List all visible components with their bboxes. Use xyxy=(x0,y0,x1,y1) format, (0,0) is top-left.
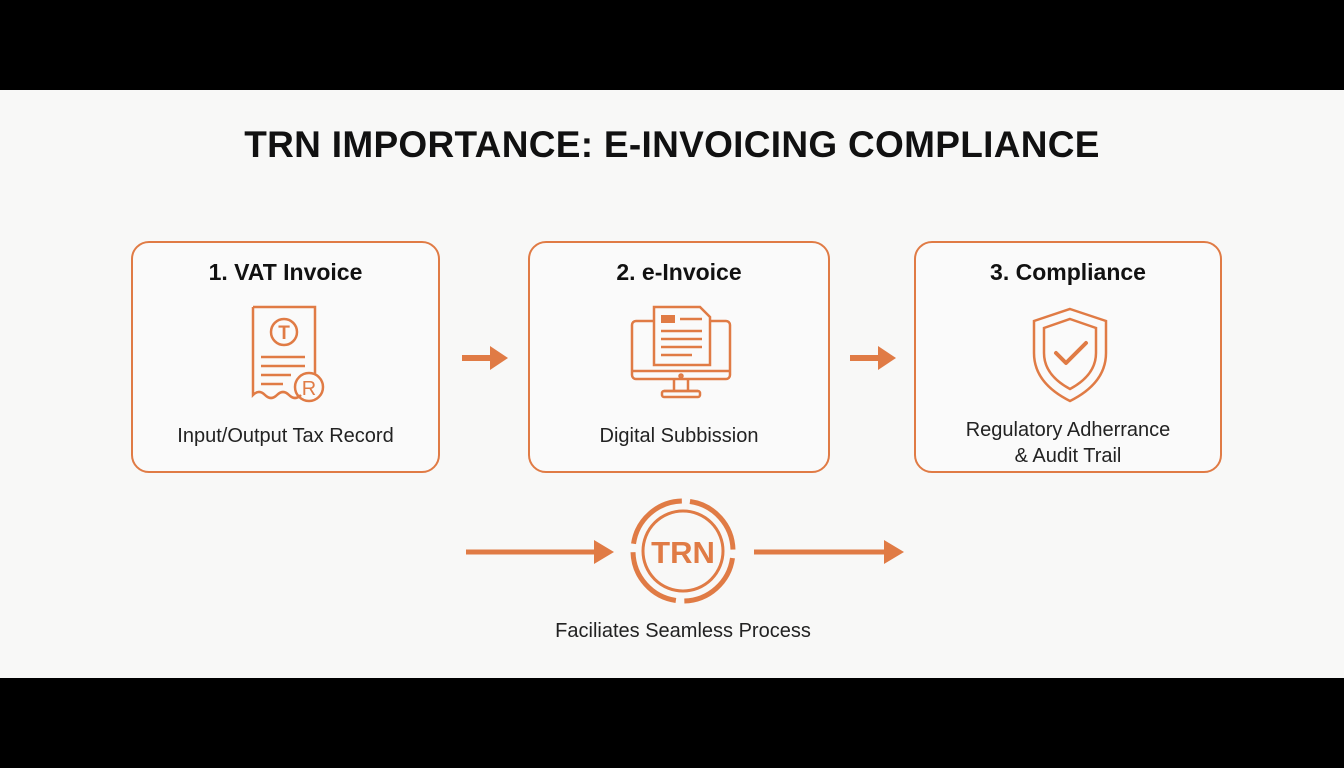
trn-caption: Faciliates Seamless Process xyxy=(555,620,811,642)
step-card-vat-invoice: 1. VAT Invoice T R Input/Output Tax Reco… xyxy=(131,241,440,473)
computer-document-icon xyxy=(630,305,732,399)
step-card-compliance: 3. Compliance Regulatory Adherrance & Au… xyxy=(914,241,1222,473)
step-description-line1: Regulatory Adherrance xyxy=(965,419,1171,441)
step-title: 1. VAT Invoice xyxy=(208,259,363,285)
trn-badge: TRN xyxy=(630,498,736,604)
shield-check-icon xyxy=(1032,307,1108,403)
step-title: 2. e-Invoice xyxy=(616,259,742,285)
svg-text:R: R xyxy=(302,378,316,400)
step-description: Digital Subbission xyxy=(599,425,759,447)
step-description: Input/Output Tax Record xyxy=(177,425,394,447)
arrow-right-icon xyxy=(462,346,508,370)
page-title: TRN IMPORTANCE: E-INVOICING COMPLIANCE xyxy=(244,124,1100,165)
svg-text:T: T xyxy=(278,323,290,344)
arrow-right-icon xyxy=(466,540,614,564)
step-card-e-invoice: 2. e-Invoice Digital Subbission xyxy=(528,241,830,473)
step-description-line2: & Audit Trail xyxy=(1014,445,1122,467)
receipt-tax-icon: T R xyxy=(251,305,325,403)
step-title: 3. Compliance xyxy=(990,259,1146,285)
trn-label: TRN xyxy=(651,535,715,570)
arrow-right-icon xyxy=(850,346,896,370)
arrow-right-icon xyxy=(754,540,904,564)
